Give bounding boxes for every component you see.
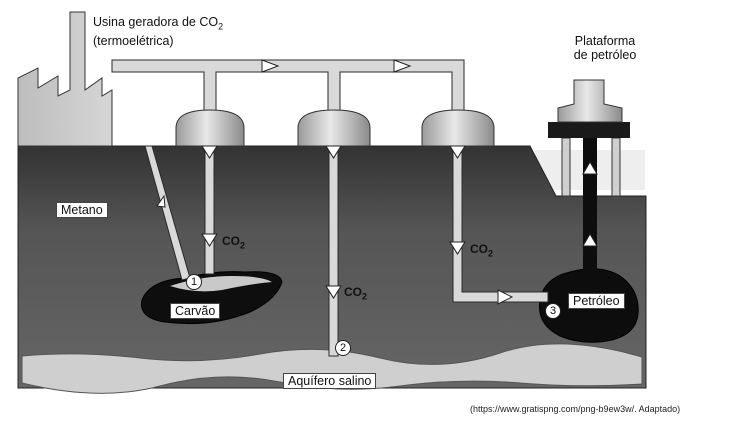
co2-label-well-1: CO2 <box>222 234 245 250</box>
aquifer-label: Aquífero salino <box>283 373 377 389</box>
co2-subscript: 2 <box>362 291 368 302</box>
oil-flow-arrow-1 <box>582 233 598 247</box>
co2-subscript: 2 <box>488 248 494 259</box>
coal-label: Carvão <box>170 303 221 319</box>
oil-production-pipe <box>583 138 597 278</box>
platform-deck <box>548 122 630 138</box>
site-marker-2: 2 <box>335 340 351 356</box>
injection-well-2 <box>328 145 339 357</box>
well-3-arrow-b <box>449 241 466 255</box>
power-plant-label-subscript: 2 <box>218 21 224 32</box>
injection-dome-1 <box>175 109 245 147</box>
power-plant-building <box>17 11 113 147</box>
power-plant-label-line2: (termoelétrica) <box>93 33 174 48</box>
injection-dome-2 <box>297 109 371 147</box>
well-3-arrow-c <box>497 289 514 305</box>
power-plant-label-line1: Usina geradora de CO <box>93 15 219 29</box>
methane-flow-arrow <box>156 194 166 208</box>
platform-label-line2: de petróleo <box>573 48 637 62</box>
flow-arrow-top-2 <box>393 59 412 73</box>
well-2-arrow-a <box>325 145 342 159</box>
site-marker-3: 3 <box>545 303 561 319</box>
platform-superstructure <box>557 79 623 123</box>
oil-label: Petróleo <box>568 293 625 309</box>
platform-leg-right <box>611 137 621 197</box>
saline-aquifer-layer <box>21 343 643 394</box>
platform-leg-left <box>561 137 571 197</box>
source-credit: (https://www.gratispng.com/png-b9ew3w/. … <box>470 404 681 414</box>
co2-distribution-pipe <box>111 59 465 117</box>
site-marker-1: 1 <box>186 274 202 290</box>
co2-label-well-3: CO2 <box>470 242 493 258</box>
co2-label-well-2: CO2 <box>344 285 367 301</box>
power-plant-label: Usina geradora de CO2 (termoelétrica) <box>93 15 223 48</box>
co2-subscript: 2 <box>240 240 246 251</box>
well-3-arrow-a <box>449 145 466 159</box>
flow-arrow-top-1 <box>261 59 280 73</box>
well-1-arrow-b <box>201 233 218 247</box>
injection-dome-3 <box>421 109 495 147</box>
oil-flow-arrow-2 <box>582 161 598 175</box>
well-2-arrow-b <box>325 285 342 299</box>
platform-label: Plataforma de petróleo <box>560 34 650 62</box>
platform-label-line1: Plataforma <box>574 34 636 48</box>
co2-text: CO <box>222 234 240 248</box>
injection-well-1 <box>204 145 215 275</box>
well-1-arrow-a <box>201 145 218 159</box>
co2-text: CO <box>470 242 488 256</box>
co2-text: CO <box>344 285 362 299</box>
methane-label: Metano <box>56 202 108 218</box>
